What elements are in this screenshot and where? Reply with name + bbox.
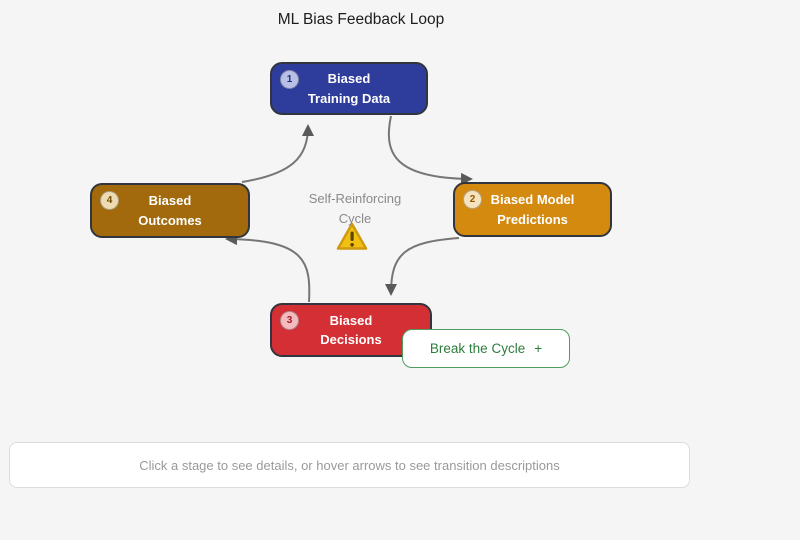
stage-label-line: Decisions (320, 332, 382, 347)
center-label-line: Self-Reinforcing (308, 191, 402, 206)
break-the-cycle-button[interactable]: Break the Cycle + (402, 329, 570, 368)
plus-icon: + (534, 341, 543, 356)
footer-hint-bar: Click a stage to see details, or hover a… (9, 442, 690, 488)
stage-label-line: Training Data (307, 90, 391, 106)
stage-biased-training-data[interactable]: 1 Biased Training Data (270, 62, 428, 115)
arrow-decisions-to-outcomes[interactable] (225, 233, 311, 303)
stage-label-line: Outcomes (138, 212, 202, 228)
stage-biased-outcomes[interactable]: 4 Biased Outcomes (90, 183, 250, 238)
footer-hint-text: Click a stage to see details, or hover a… (139, 457, 560, 473)
stage-number-badge: 3 (280, 311, 299, 330)
break-button-label: Break the Cycle (429, 341, 526, 356)
arrow-predictions-to-decisions[interactable] (385, 237, 460, 296)
stage-number-badge: 4 (100, 191, 119, 210)
arrow-outcomes-to-training[interactable] (241, 124, 314, 183)
page-title: ML Bias Feedback Loop (277, 11, 445, 28)
self-reinforcing-cycle-label: Self-Reinforcing Cycle (275, 189, 435, 228)
stage-label-line: Biased Model (490, 192, 575, 207)
stage-biased-model-predictions[interactable]: 2 Biased Model Predictions (453, 182, 612, 237)
arrow-training-to-predictions[interactable] (387, 115, 473, 185)
stage-label-line: Biased (329, 312, 373, 328)
stage-number-badge: 1 (280, 70, 299, 89)
stage-number-badge: 2 (463, 190, 482, 209)
warning-triangle-icon (336, 222, 368, 250)
stage-label-line: Biased (327, 71, 371, 86)
stage-label-line: Biased (148, 193, 192, 208)
stage-label-line: Predictions (497, 211, 568, 227)
center-label-line: Cycle (338, 210, 372, 226)
